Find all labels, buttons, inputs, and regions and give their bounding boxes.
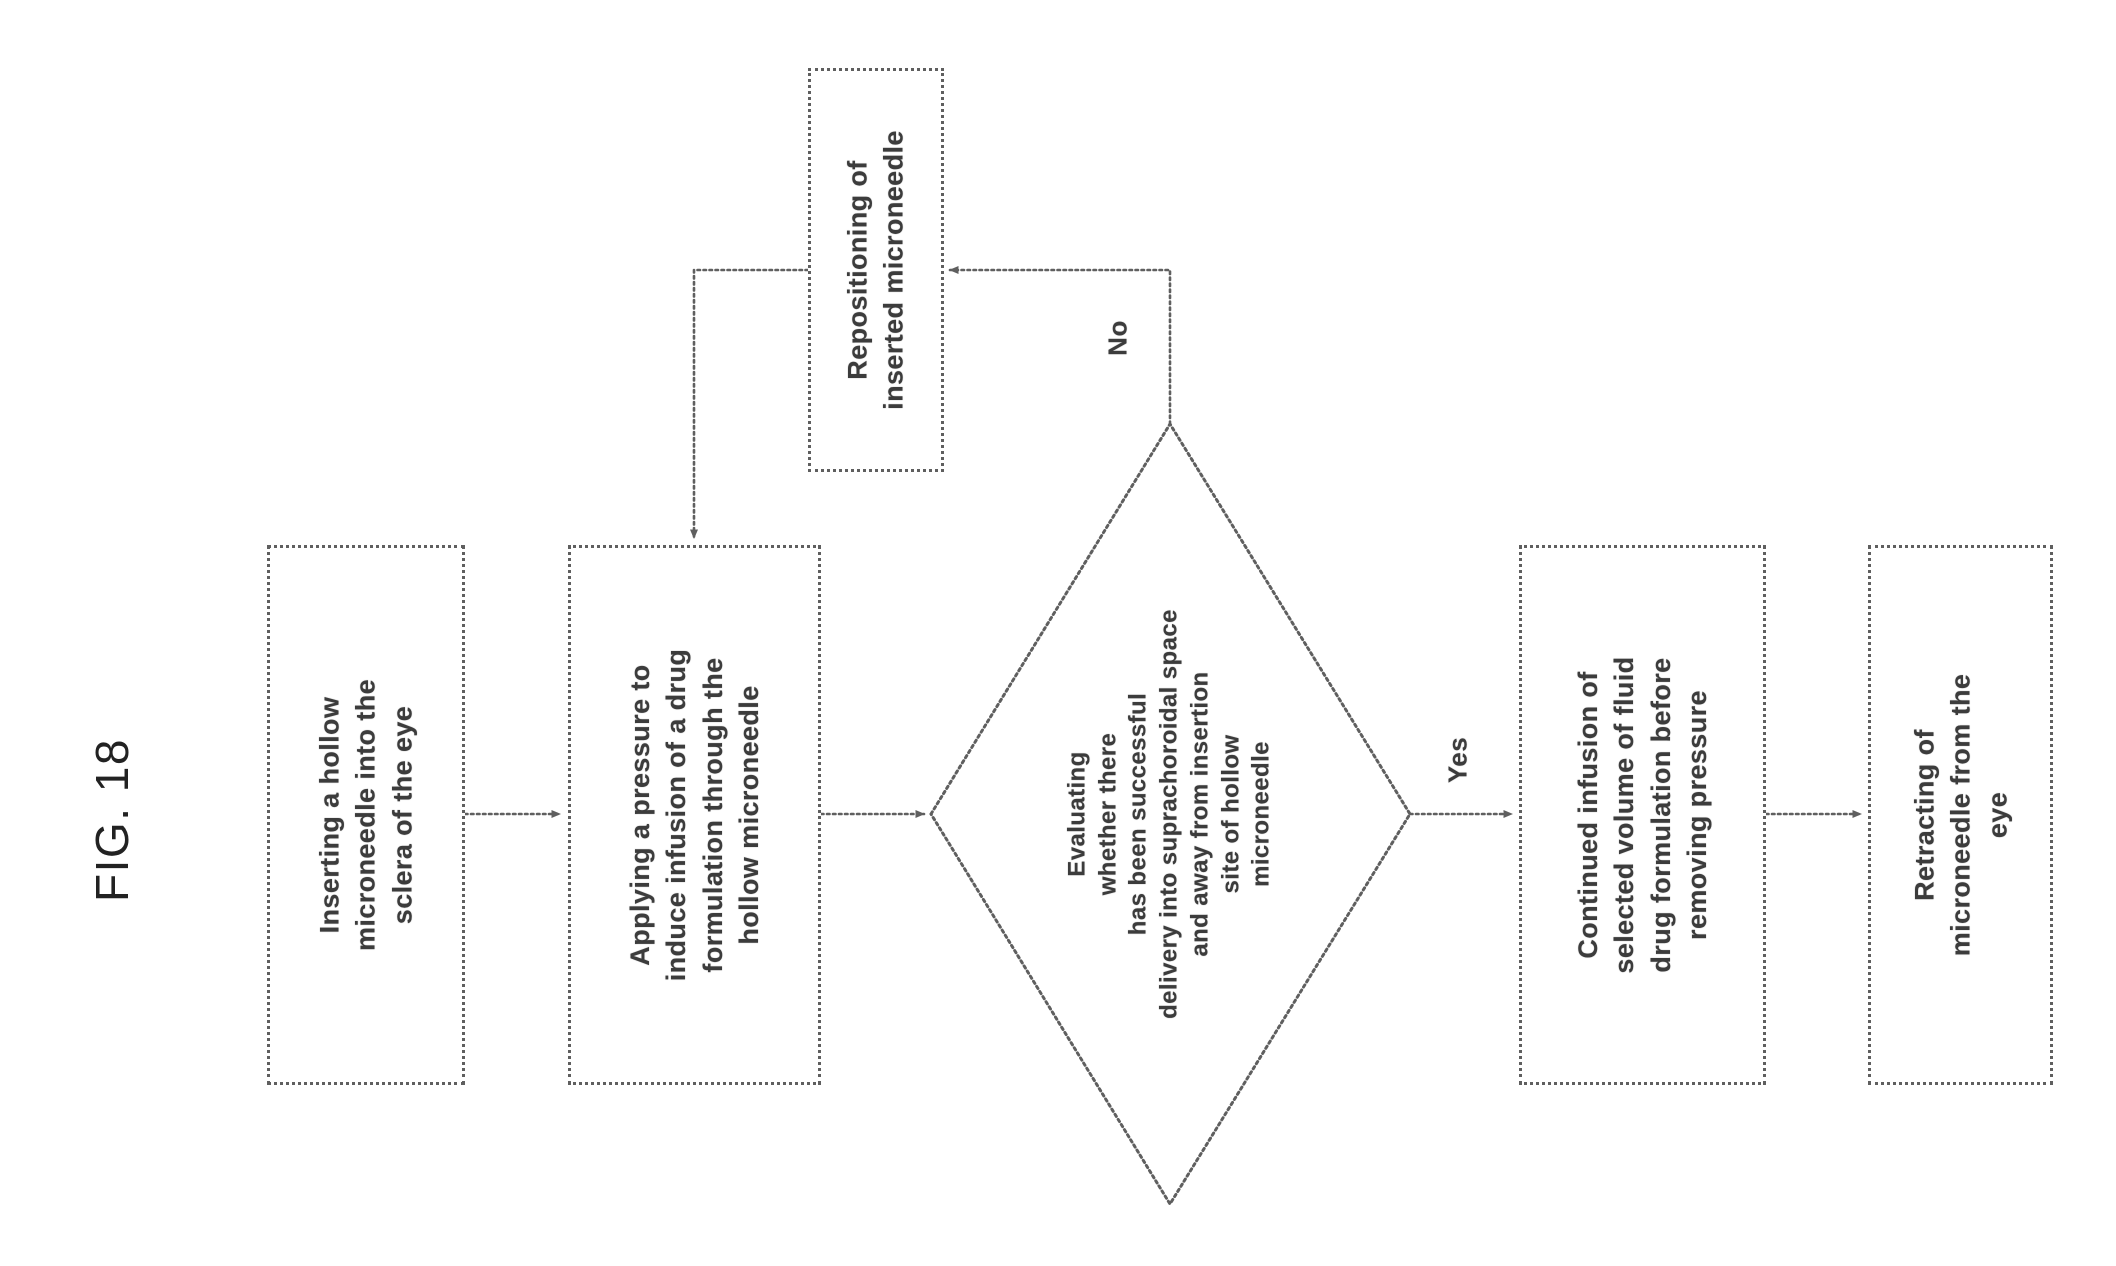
decision-evaluate-delivery-text: Evaluating whether there has been succes… [1063, 609, 1275, 1019]
step-retract-box: Retracting of microneedle from the eye [1868, 545, 2053, 1085]
step-apply-pressure-text: Applying a pressure to induce infusion o… [624, 648, 764, 982]
step-retract-text: Retracting of microneedle from the eye [1908, 673, 2012, 957]
branch-label-yes: Yes [1442, 736, 1473, 784]
step-continued-infusion-box: Continued infusion of selected volume of… [1519, 545, 1766, 1085]
step-reposition-box: Repositioning of inserted microneedle [808, 68, 944, 472]
branch-label-no: No [1102, 320, 1133, 356]
figure-label: FIG. 18 [86, 738, 138, 902]
connector-reposition-to-apply [690, 268, 810, 540]
step-continued-infusion-text: Continued infusion of selected volume of… [1572, 656, 1712, 974]
decision-diamond [929, 421, 1412, 1207]
step-reposition-text: Repositioning of inserted microneedle [842, 130, 909, 410]
step-insert-microneedle-box: Inserting a hollow microneedle into the … [267, 545, 465, 1085]
step-apply-pressure-box: Applying a pressure to induce infusion o… [568, 545, 821, 1085]
step-insert-microneedle-text: Inserting a hollow microneedle into the … [314, 678, 418, 952]
connector-decision-to-reposition-no [948, 266, 1172, 426]
